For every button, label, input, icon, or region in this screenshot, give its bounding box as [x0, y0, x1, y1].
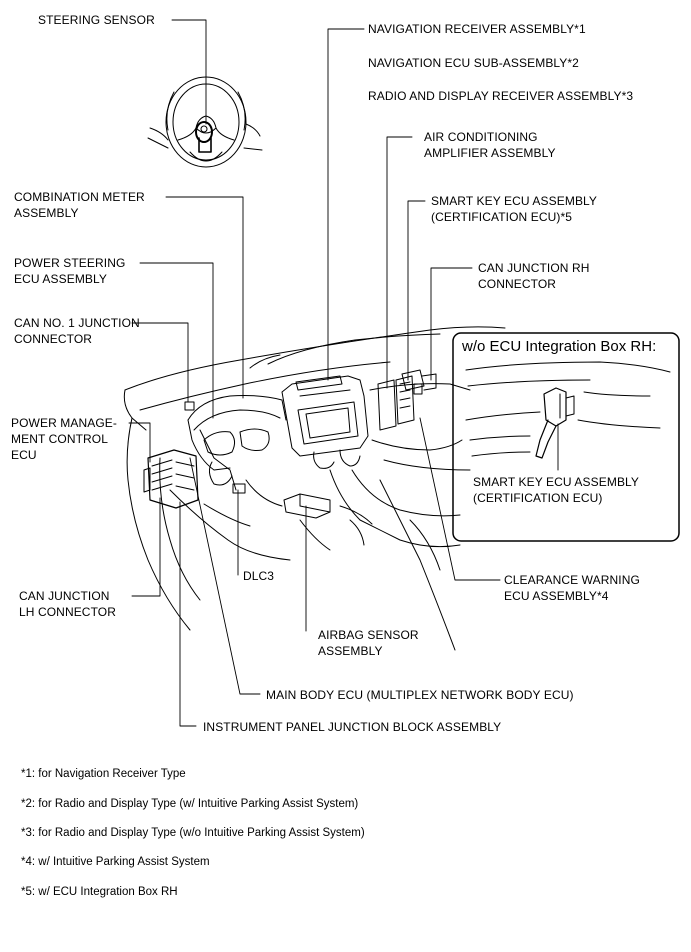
- label-can-no1-junction: CAN NO. 1 JUNCTION CONNECTOR: [14, 315, 140, 347]
- label-line: CAN JUNCTION RH: [478, 261, 590, 275]
- label-line: AIRBAG SENSOR: [318, 628, 419, 642]
- label-line: (CERTIFICATION ECU): [473, 491, 603, 505]
- label-power-steering-ecu: POWER STEERING ECU ASSEMBLY: [14, 255, 125, 287]
- footnote-4: *4: w/ Intuitive Parking Assist System: [21, 856, 210, 868]
- dash-components: [144, 370, 436, 518]
- label-power-management-ecu: POWER MANAGE- MENT CONTROL ECU: [11, 415, 117, 463]
- label-combination-meter: COMBINATION METER ASSEMBLY: [14, 189, 145, 221]
- label-navigation-ecu: NAVIGATION ECU SUB-ASSEMBLY*2: [368, 56, 579, 70]
- label-dlc3: DLC3: [243, 569, 275, 583]
- label-smart-key-ecu: SMART KEY ECU ASSEMBLY (CERTIFICATION EC…: [431, 193, 597, 225]
- label-line: CONNECTOR: [478, 277, 557, 291]
- label-line: ASSEMBLY: [14, 206, 79, 220]
- label-line: ECU: [11, 448, 37, 462]
- steering-sensor-part: [196, 122, 212, 152]
- label-line: ASSEMBLY: [318, 644, 383, 658]
- label-line: SMART KEY ECU ASSEMBLY: [473, 475, 640, 489]
- label-line: SMART KEY ECU ASSEMBLY: [431, 194, 598, 208]
- label-airbag-sensor: AIRBAG SENSOR ASSEMBLY: [318, 627, 419, 659]
- label-line: CLEARANCE WARNING: [504, 573, 640, 587]
- label-can-junction-rh: CAN JUNCTION RH CONNECTOR: [478, 260, 590, 292]
- label-radio-display-receiver: RADIO AND DISPLAY RECEIVER ASSEMBLY*3: [368, 89, 634, 103]
- label-can-junction-lh: CAN JUNCTION LH CONNECTOR: [19, 588, 116, 620]
- label-line: COMBINATION METER: [14, 190, 145, 204]
- label-clearance-warning-ecu: CLEARANCE WARNING ECU ASSEMBLY*4: [504, 572, 640, 604]
- label-steering-sensor: STEERING SENSOR: [38, 13, 155, 27]
- footnote-2: *2: for Radio and Display Type (w/ Intui…: [21, 798, 359, 810]
- label-line: AMPLIFIER ASSEMBLY: [424, 146, 556, 160]
- inset-label-smart-key-ecu: SMART KEY ECU ASSEMBLY (CERTIFICATION EC…: [473, 474, 639, 506]
- inset-title: w/o ECU Integration Box RH:: [462, 338, 657, 355]
- label-instrument-panel-junction-block: INSTRUMENT PANEL JUNCTION BLOCK ASSEMBLY: [203, 720, 502, 734]
- label-navigation-receiver: NAVIGATION RECEIVER ASSEMBLY*1: [368, 22, 586, 36]
- label-line: (CERTIFICATION ECU)*5: [431, 210, 572, 224]
- inset-box: [453, 333, 679, 541]
- label-line: CAN JUNCTION: [19, 589, 110, 603]
- label-line: ECU ASSEMBLY: [14, 272, 108, 286]
- label-line: POWER STEERING: [14, 256, 126, 270]
- leader-lines: [129, 20, 500, 726]
- label-line: CONNECTOR: [14, 332, 93, 346]
- label-line: AIR CONDITIONING: [424, 130, 538, 144]
- dashboard-illustration: [124, 327, 505, 650]
- label-line: MENT CONTROL: [11, 432, 108, 446]
- label-main-body-ecu: MAIN BODY ECU (MULTIPLEX NETWORK BODY EC…: [266, 688, 574, 702]
- footnote-3: *3: for Radio and Display Type (w/o Intu…: [21, 827, 365, 839]
- footnote-1: *1: for Navigation Receiver Type: [21, 768, 186, 780]
- footnote-5: *5: w/ ECU Integration Box RH: [21, 886, 178, 898]
- label-line: ECU ASSEMBLY*4: [504, 589, 609, 603]
- label-air-conditioning-amplifier: AIR CONDITIONING AMPLIFIER ASSEMBLY: [424, 129, 556, 161]
- label-line: POWER MANAGE-: [11, 416, 117, 430]
- label-line: CAN NO. 1 JUNCTION: [14, 316, 140, 330]
- label-line: LH CONNECTOR: [19, 605, 116, 619]
